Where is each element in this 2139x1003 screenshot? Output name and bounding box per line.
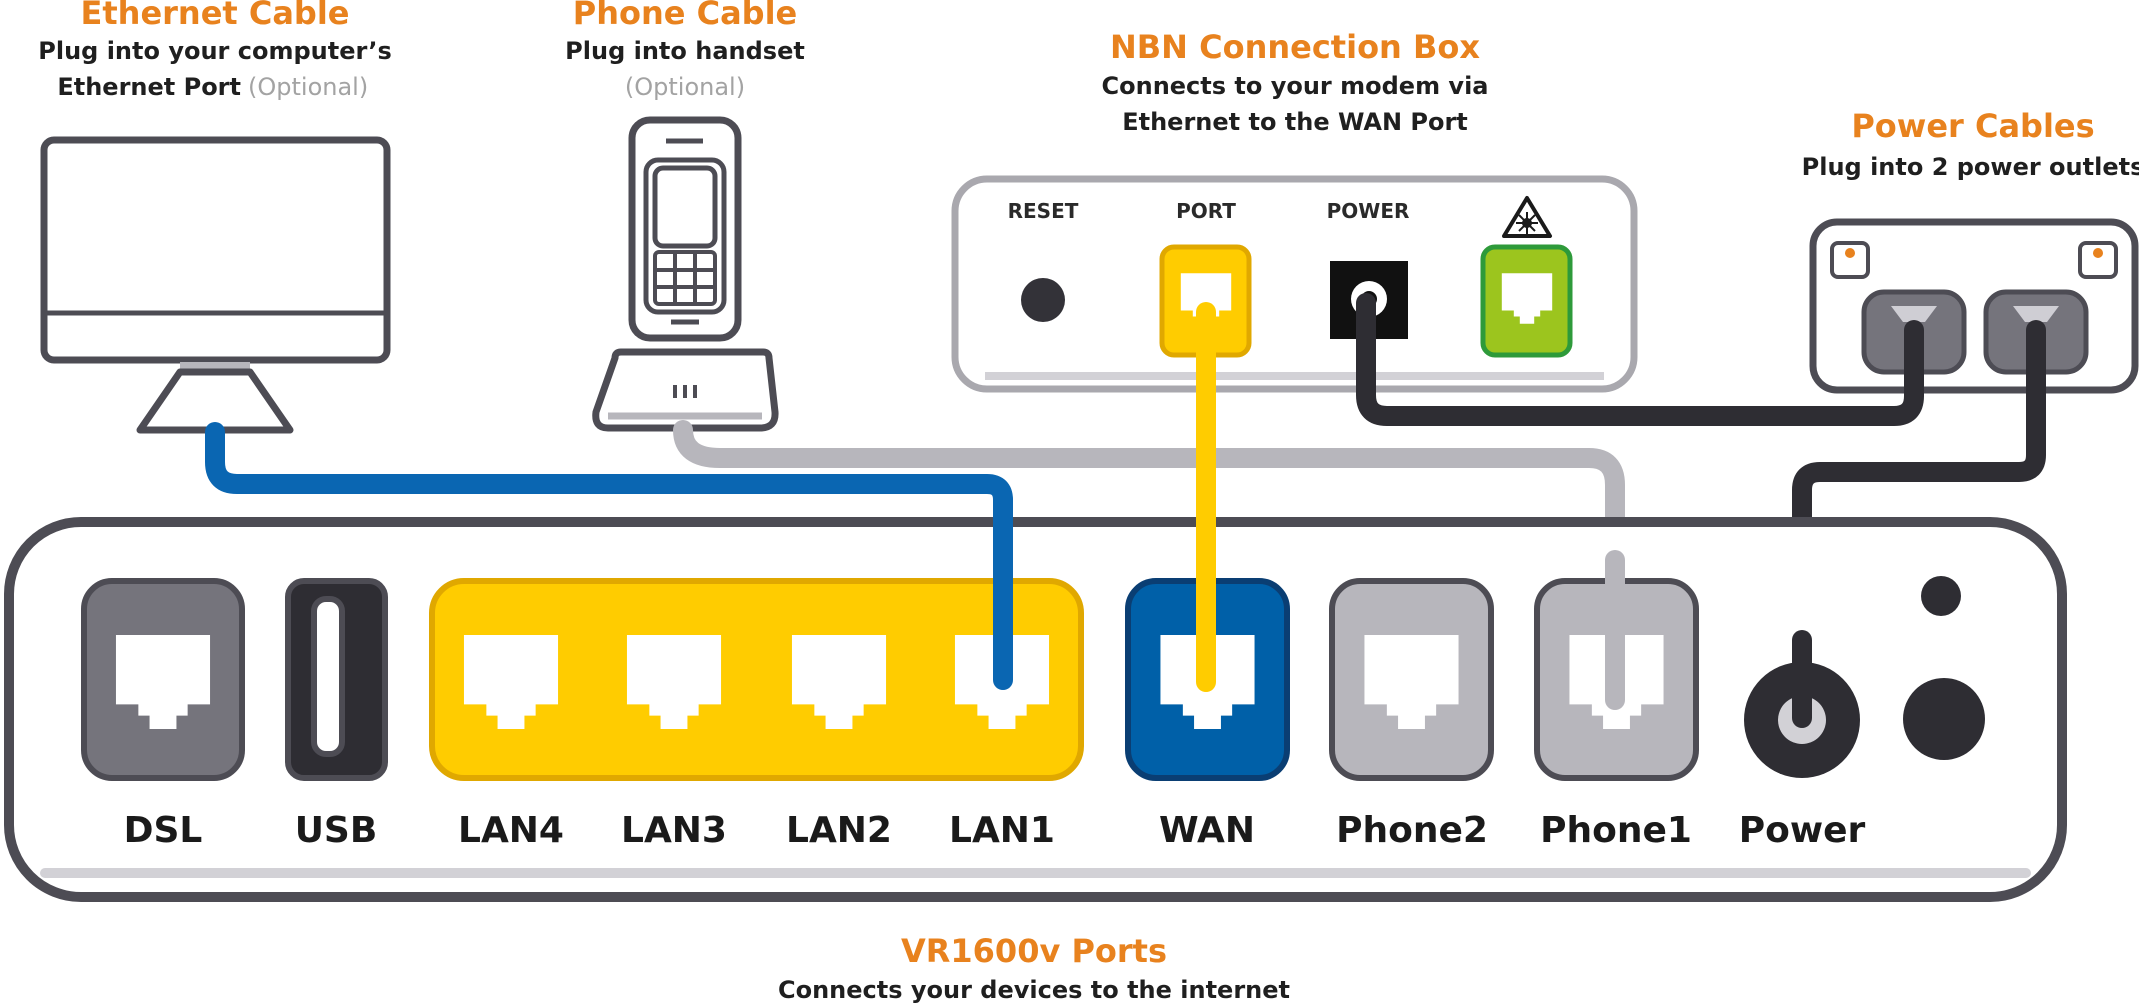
power-cable-modem [1792,320,2046,722]
router-power-button [1903,576,1985,760]
wan-label: WAN [1159,810,1255,851]
ethernet-cable-line1: Plug into your computer’s [38,37,391,65]
computer-monitor-icon [40,136,391,434]
router-line1: Connects your devices to the internet [778,976,1290,1003]
lan1-label: LAN1 [949,810,1055,851]
lan-ports [429,578,1084,781]
usb-label: USB [295,810,378,851]
nbn-reset-label: RESET [1008,199,1079,223]
phone-cable-callout: Phone Cable Plug into handset (Optional) [565,0,805,101]
phone-cable-optional: (Optional) [625,73,745,101]
phone-cable-line1: Plug into handset [565,37,805,65]
cordless-phone-icon [592,116,779,432]
vr1600v-router: DSL USB LAN4 LAN3 LAN2 LAN1 WAN Phone2 P… [4,517,2067,902]
usb-port [285,578,388,781]
nbn-port-label: PORT [1176,199,1236,223]
ethernet-cable-title: Ethernet Cable [81,0,350,32]
power-cables-line1: Plug into 2 power outlets [1802,153,2139,181]
nbn-power-label: POWER [1327,199,1410,223]
dsl-port [81,578,245,781]
router-title: VR1600v Ports [901,932,1167,970]
nbn-reset-button [1021,278,1065,322]
nbn-fibre-port [1480,244,1573,358]
nbn-box-title: NBN Connection Box [1110,28,1480,66]
lan3-label: LAN3 [621,810,727,851]
power-cable-nbn [1356,293,1924,426]
nbn-box-line2: Ethernet to the WAN Port [1122,108,1468,136]
nbn-box-line1: Connects to your modem via [1102,72,1489,100]
ethernet-cable-line2: Ethernet Port [57,73,241,101]
lan4-label: LAN4 [458,810,564,851]
nbn-box-callout: NBN Connection Box Connects to your mode… [1102,28,1489,136]
nbn-connection-box: RESET PORT POWER [951,175,1638,393]
phone1-label: Phone1 [1540,810,1692,851]
dsl-label: DSL [124,810,203,851]
power-cables-callout: Power Cables Plug into 2 power outlets [1802,107,2139,181]
router-callout: VR1600v Ports Connects your devices to t… [778,932,1290,1003]
power-label: Power [1739,810,1866,851]
phone-cable [673,420,1625,710]
lan2-label: LAN2 [786,810,892,851]
power-cables-title: Power Cables [1851,107,2094,145]
ethernet-cable-optional: (Optional) [248,73,368,101]
phone-cable-title: Phone Cable [573,0,798,32]
ethernet-cable-callout: Ethernet Cable Plug into your computer’s… [38,0,391,101]
phone2-port [1329,578,1494,781]
phone2-label: Phone2 [1336,810,1488,851]
power-outlets [1809,218,2139,394]
laser-warning-icon [1502,196,1552,238]
